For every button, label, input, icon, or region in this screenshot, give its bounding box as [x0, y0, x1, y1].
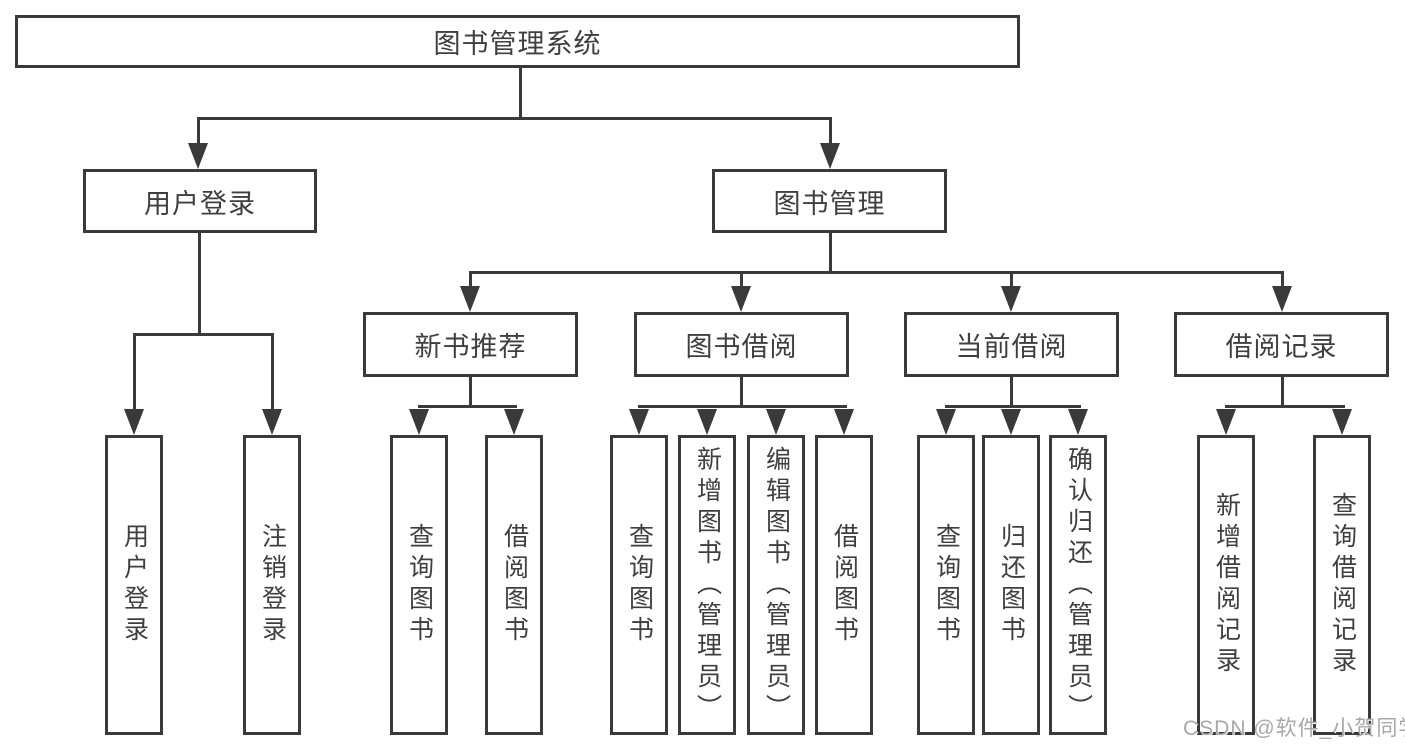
node-book-borrowing: 图书借阅	[634, 312, 849, 377]
node-label: 新增图书（管理员）	[693, 445, 722, 725]
connector-user-login-hline	[133, 333, 274, 336]
node-label: 查询图书	[405, 523, 434, 647]
node-leaf-query-borrow-record: 查询借阅记录	[1313, 435, 1371, 735]
node-label: 用户登录	[120, 523, 149, 647]
arrowhead-br-query	[1332, 409, 1352, 435]
node-label: 查询借阅记录	[1328, 492, 1357, 678]
arrowhead-cb-query	[936, 409, 956, 435]
node-leaf-borrow-books: 借阅图书	[485, 435, 543, 735]
node-label: 图书管理	[773, 188, 886, 219]
connector-borrow-record-drop	[1281, 271, 1284, 289]
arrowhead-bb-query	[629, 409, 649, 435]
connector-book-borrow-drop	[740, 271, 743, 289]
arrowhead-bb-add	[697, 409, 717, 435]
node-leaf-query-books: 查询图书	[917, 435, 975, 735]
node-label: 新增借阅记录	[1212, 492, 1241, 678]
node-current-borrowing: 当前借阅	[904, 312, 1119, 377]
arrowhead-user-login	[188, 143, 208, 169]
arrowhead-leaf-user-login	[124, 409, 144, 435]
connector-new-book-drop	[469, 271, 472, 289]
arrowhead-nb-borrow	[504, 409, 524, 435]
node-user-login: 用户登录	[83, 169, 317, 233]
node-book-management: 图书管理	[712, 169, 947, 233]
connector-user-login-drop	[197, 117, 200, 147]
arrowhead-bb-borrow	[834, 409, 854, 435]
node-library-management-system: 图书管理系统	[15, 15, 1020, 68]
connector-new-book-stem	[469, 377, 472, 408]
connector-borrow-record-hline	[1225, 405, 1345, 408]
node-label: 图书管理系统	[433, 29, 602, 59]
connector-current-borrow-drop	[1010, 271, 1013, 289]
arrowhead-bb-edit	[766, 409, 786, 435]
node-leaf-user-login: 用户登录	[105, 435, 163, 735]
node-label: 查询图书	[932, 523, 961, 647]
csdn-watermark: CSDN @软件_小贺同学	[1183, 717, 1405, 740]
arrowhead-cb-return	[1001, 409, 1021, 435]
node-label: 查询图书	[625, 523, 654, 647]
node-label: 借阅图书	[500, 523, 529, 647]
node-leaf-add-borrow-record: 新增借阅记录	[1197, 435, 1255, 735]
arrowhead-br-add	[1216, 409, 1236, 435]
connector-current-borrow-stem	[1010, 377, 1013, 408]
node-new-book-recommend: 新书推荐	[363, 312, 578, 377]
node-label: 确认归还（管理员）	[1064, 445, 1093, 725]
node-label: 当前借阅	[955, 332, 1068, 362]
arrowhead-borrow-record	[1272, 286, 1292, 312]
node-leaf-query-books: 查询图书	[390, 435, 448, 735]
arrowhead-cb-confirm	[1068, 409, 1088, 435]
connector-user-login-stem	[198, 233, 201, 335]
node-leaf-borrow-books: 借阅图书	[815, 435, 873, 735]
node-leaf-return-books: 归还图书	[982, 435, 1040, 735]
arrowhead-book-mgmt	[820, 143, 840, 169]
node-label: 编辑图书（管理员）	[762, 445, 791, 725]
node-borrow-records: 借阅记录	[1174, 312, 1389, 377]
node-label: 图书借阅	[685, 332, 798, 362]
node-label: 用户登录	[144, 188, 256, 219]
connector-leaf-logout-drop	[271, 333, 274, 413]
arrowhead-current-borrow	[1001, 286, 1021, 312]
connector-level3-hline	[469, 271, 1284, 274]
node-leaf-logout: 注销登录	[243, 435, 301, 735]
arrowhead-book-borrow	[731, 286, 751, 312]
connector-level2-hline	[197, 117, 832, 120]
node-leaf-confirm-return-admin: 确认归还（管理员）	[1049, 435, 1107, 735]
node-label: 归还图书	[997, 523, 1026, 647]
connector-leaf-user-login-drop	[133, 333, 136, 413]
connector-new-book-hline	[418, 405, 517, 408]
connector-root-stem	[519, 68, 522, 120]
connector-book-mgmt-drop	[829, 117, 832, 147]
connector-book-borrow-stem	[740, 377, 743, 408]
connector-current-borrow-hline	[945, 405, 1081, 408]
node-leaf-add-books-admin: 新增图书（管理员）	[678, 435, 736, 735]
node-label: 新书推荐	[414, 332, 527, 362]
node-label: 借阅图书	[830, 523, 859, 647]
arrowhead-nb-query	[409, 409, 429, 435]
connector-book-mgmt-stem	[829, 233, 832, 274]
connector-borrow-record-stem	[1281, 377, 1284, 408]
arrowhead-leaf-logout	[262, 409, 282, 435]
connector-book-borrow-hline	[638, 405, 847, 408]
node-label: 注销登录	[258, 523, 287, 647]
arrowhead-new-book	[460, 286, 480, 312]
node-leaf-query-books: 查询图书	[610, 435, 668, 735]
node-label: 借阅记录	[1225, 332, 1338, 362]
node-leaf-edit-books-admin: 编辑图书（管理员）	[747, 435, 805, 735]
